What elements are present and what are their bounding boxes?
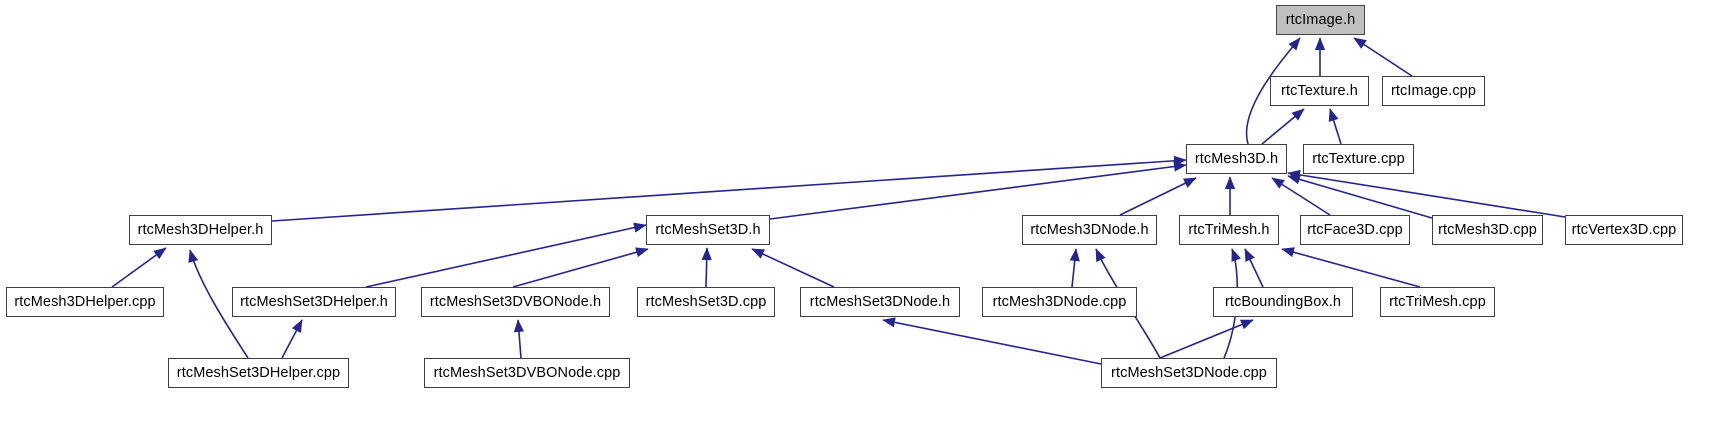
edge-rtcMeshSet3DNode_cpp-to-rtcMeshSet3DNode_h xyxy=(882,317,1102,365)
node-label: rtcImage.h xyxy=(1285,11,1356,28)
node-label: rtcBoundingBox.h xyxy=(1224,293,1342,310)
node-rtcMesh3D_cpp[interactable]: rtcMesh3D.cpp xyxy=(1432,215,1543,245)
edge-rtcFace3D_cpp-to-rtcMesh3D_h xyxy=(1271,177,1331,216)
node-label: rtcMesh3DNode.cpp xyxy=(992,293,1127,310)
edge-rtcMeshSet3DNode_h-to-rtcMeshSet3D_h xyxy=(751,248,835,288)
node-rtcTexture_cpp[interactable]: rtcTexture.cpp xyxy=(1303,144,1414,174)
node-rtcMesh3DHelper_cpp[interactable]: rtcMesh3DHelper.cpp xyxy=(6,287,164,317)
node-label: rtcTriMesh.cpp xyxy=(1389,293,1486,310)
node-label: rtcMesh3DNode.h xyxy=(1030,221,1149,238)
node-label: rtcMesh3D.cpp xyxy=(1438,221,1537,238)
node-rtcMesh3DNode_h[interactable]: rtcMesh3DNode.h xyxy=(1022,215,1157,245)
node-rtcImage_h[interactable]: rtcImage.h xyxy=(1276,5,1365,35)
node-rtcMeshSet3DVBONode_cpp[interactable]: rtcMeshSet3DVBONode.cpp xyxy=(424,358,630,388)
node-rtcMeshSet3DHelper_cpp[interactable]: rtcMeshSet3DHelper.cpp xyxy=(168,358,349,388)
node-rtcImage_cpp[interactable]: rtcImage.cpp xyxy=(1382,76,1485,106)
node-label: rtcMeshSet3DHelper.cpp xyxy=(176,364,341,381)
node-label: rtcMeshSet3DNode.h xyxy=(809,293,951,310)
node-rtcMesh3DNode_cpp[interactable]: rtcMesh3DNode.cpp xyxy=(982,287,1137,317)
edge-rtcMesh3D_h-to-rtcTexture_h xyxy=(1261,108,1305,145)
edge-rtcMeshSet3DNode_cpp-to-rtcBoundingBox_h xyxy=(1159,319,1254,359)
node-rtcMesh3D_h[interactable]: rtcMesh3D.h xyxy=(1186,144,1287,174)
node-rtcMeshSet3DNode_cpp[interactable]: rtcMeshSet3DNode.cpp xyxy=(1101,358,1277,388)
edge-rtcMeshSet3D_h-to-rtcMesh3D_h xyxy=(769,161,1187,220)
edge-rtcMeshSet3D_cpp-to-rtcMeshSet3D_h xyxy=(701,247,712,288)
node-label: rtcTexture.cpp xyxy=(1312,150,1405,167)
edge-rtcMesh3DHelper_cpp-to-rtcMesh3DHelper_h xyxy=(111,247,167,288)
node-rtcMesh3DHelper_h[interactable]: rtcMesh3DHelper.h xyxy=(129,215,272,245)
node-label: rtcMeshSet3DVBONode.cpp xyxy=(433,364,621,381)
edge-rtcMeshSet3DHelper_cpp-to-rtcMeshSet3DHelper_h xyxy=(281,319,303,359)
node-rtcFace3D_cpp[interactable]: rtcFace3D.cpp xyxy=(1300,215,1410,245)
node-label: rtcMeshSet3D.h xyxy=(655,221,761,238)
node-label: rtcMeshSet3D.cpp xyxy=(645,293,767,310)
node-label: rtcMesh3DHelper.cpp xyxy=(14,293,156,310)
edge-rtcMesh3DHelper_h-to-rtcMesh3D_h xyxy=(271,155,1187,222)
edge-rtcMesh3DNode_cpp-to-rtcMesh3DNode_h xyxy=(1069,248,1080,288)
node-rtcTriMesh_cpp[interactable]: rtcTriMesh.cpp xyxy=(1380,287,1495,317)
node-label: rtcMesh3DHelper.h xyxy=(137,221,264,238)
edge-rtcMeshSet3DVBONode_h-to-rtcMeshSet3D_h xyxy=(512,247,649,288)
edge-rtcTexture_cpp-to-rtcTexture_h xyxy=(1328,108,1342,145)
edge-rtcTriMesh_cpp-to-rtcTriMesh_h xyxy=(1281,247,1421,288)
edge-rtcMeshSet3DHelper_h-to-rtcMeshSet3D_h xyxy=(365,222,647,288)
node-label: rtcMeshSet3DHelper.h xyxy=(240,293,388,310)
node-label: rtcTexture.h xyxy=(1281,82,1358,99)
node-rtcTriMesh_h[interactable]: rtcTriMesh.h xyxy=(1179,215,1279,245)
node-label: rtcMesh3D.h xyxy=(1194,150,1279,167)
edge-rtcMesh3D_cpp-to-rtcMesh3D_h xyxy=(1287,174,1433,219)
node-label: rtcFace3D.cpp xyxy=(1307,221,1403,238)
edge-rtcImage_cpp-to-rtcImage_h xyxy=(1353,37,1413,77)
node-rtcMeshSet3D_cpp[interactable]: rtcMeshSet3D.cpp xyxy=(637,287,775,317)
node-rtcMeshSet3DVBONode_h[interactable]: rtcMeshSet3DVBONode.h xyxy=(421,287,610,317)
node-label: rtcMeshSet3DNode.cpp xyxy=(1111,364,1267,381)
node-label: rtcVertex3D.cpp xyxy=(1571,221,1677,238)
node-rtcVertex3D_cpp[interactable]: rtcVertex3D.cpp xyxy=(1565,215,1683,245)
node-rtcBoundingBox_h[interactable]: rtcBoundingBox.h xyxy=(1213,287,1353,317)
edge-rtcMeshSet3DVBONode_cpp-to-rtcMeshSet3DVBONode_h xyxy=(513,319,525,359)
node-rtcMeshSet3D_h[interactable]: rtcMeshSet3D.h xyxy=(646,215,770,245)
edge-rtcVertex3D_cpp-to-rtcMesh3D_h xyxy=(1287,169,1566,218)
node-label: rtcImage.cpp xyxy=(1390,82,1476,99)
edge-rtcBoundingBox_h-to-rtcTriMesh_h xyxy=(1244,248,1264,288)
node-rtcMeshSet3DNode_h[interactable]: rtcMeshSet3DNode.h xyxy=(800,287,960,317)
node-label: rtcMeshSet3DVBONode.h xyxy=(429,293,602,310)
node-label: rtcTriMesh.h xyxy=(1188,221,1270,238)
edge-rtcMesh3DNode_h-to-rtcMesh3D_h xyxy=(1119,177,1197,216)
node-rtcMeshSet3DHelper_h[interactable]: rtcMeshSet3DHelper.h xyxy=(232,287,396,317)
node-rtcTexture_h[interactable]: rtcTexture.h xyxy=(1270,76,1369,106)
